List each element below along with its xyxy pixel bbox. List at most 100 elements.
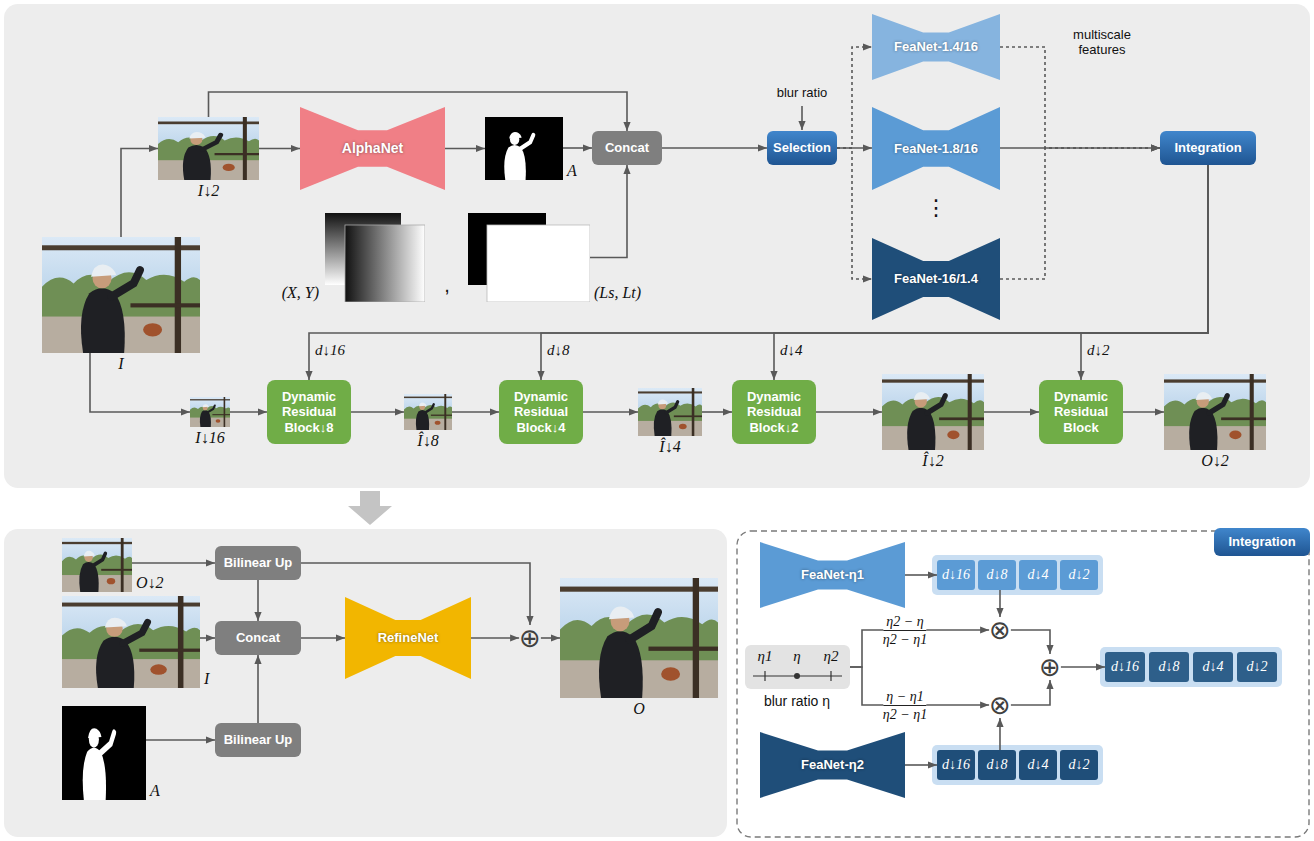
flow-connector bbox=[1123, 411, 1164, 413]
flow-connector bbox=[774, 165, 1208, 380]
node-label: η bbox=[793, 648, 800, 665]
flow-connector bbox=[563, 147, 592, 149]
figure-cap bbox=[1196, 392, 1212, 400]
feature-band bbox=[1100, 647, 1282, 687]
feature-cell: d↓4 bbox=[1193, 652, 1233, 682]
fraction-denominator: η2 − η1 bbox=[880, 707, 930, 723]
flow-connector bbox=[662, 147, 767, 149]
lens-maps: (Ls, Lt) bbox=[468, 213, 590, 302]
node-label: Bilinear Up bbox=[224, 732, 293, 748]
node-label: ⊗ bbox=[989, 617, 1011, 643]
figure-body bbox=[200, 410, 211, 427]
post bbox=[444, 394, 446, 430]
residual-block: Dynamic Residual Block bbox=[1039, 380, 1123, 444]
residual-block: Dynamic Residual Block↓4 bbox=[499, 380, 583, 444]
figure-cap bbox=[509, 132, 521, 139]
feature-cell: d↓4 bbox=[1019, 750, 1057, 780]
figure-cap bbox=[189, 132, 205, 139]
node-label: η2 bbox=[824, 648, 839, 665]
axis-label: blur ratio η bbox=[764, 693, 830, 709]
node-label: d↓4 bbox=[1028, 567, 1049, 584]
picture bbox=[882, 374, 984, 450]
flow-connector bbox=[999, 590, 1001, 617]
feature-band bbox=[932, 745, 1103, 785]
network-block: RefineNet bbox=[345, 597, 471, 679]
flow-connector bbox=[905, 764, 937, 766]
figure-body bbox=[96, 637, 134, 688]
sky bbox=[1164, 374, 1266, 450]
edge-label: d↓2 bbox=[1087, 342, 1110, 359]
node-label: FeaNet-1.4/16 bbox=[894, 39, 978, 55]
node-label: d↓8 bbox=[1159, 659, 1180, 676]
flow-connector bbox=[1011, 630, 1050, 654]
flow-connector bbox=[121, 149, 158, 238]
figure-cap bbox=[202, 404, 208, 407]
bowtie bbox=[872, 107, 1000, 190]
feature-cell: d↓4 bbox=[1019, 560, 1057, 590]
flow-connector bbox=[309, 165, 1208, 380]
figure-cap bbox=[84, 551, 95, 557]
figure-cap bbox=[914, 392, 930, 400]
residual-block: Dynamic Residual Block↓2 bbox=[732, 380, 816, 444]
node-label: d↓4 bbox=[1203, 659, 1224, 676]
flow-connector bbox=[301, 563, 530, 625]
upsample-box: Bilinear Up bbox=[215, 723, 301, 757]
image-label: (X, Y) bbox=[282, 284, 319, 302]
flow-connector bbox=[351, 411, 404, 413]
flow-connector bbox=[1081, 165, 1208, 380]
output-label: multiscale features bbox=[1060, 28, 1144, 58]
flow-connector bbox=[850, 667, 989, 705]
flow-connector bbox=[257, 655, 259, 723]
network-block: FeaNet-1.4/16 bbox=[872, 14, 1000, 80]
plant-pot bbox=[679, 424, 687, 429]
feature-cell: d↓16 bbox=[1105, 652, 1145, 682]
post bbox=[121, 538, 124, 592]
node-label: RefineNet bbox=[378, 630, 439, 646]
railing bbox=[130, 303, 200, 307]
railing bbox=[939, 417, 984, 420]
flow-connector bbox=[259, 148, 300, 150]
image-label: O↓2 bbox=[1201, 452, 1229, 470]
node-label: ⊗ bbox=[989, 692, 1011, 718]
image-label: Î↓8 bbox=[417, 432, 438, 450]
figure-body bbox=[83, 748, 106, 800]
railing bbox=[648, 647, 718, 651]
flow-connector bbox=[850, 630, 989, 667]
figure-cap bbox=[88, 728, 101, 738]
post bbox=[693, 578, 699, 698]
image-label: O↓2 bbox=[136, 574, 164, 592]
image-thumbnail: I↓16 bbox=[190, 397, 230, 427]
sum-symbol: ⊕ bbox=[1039, 654, 1061, 680]
upsample-box: Bilinear Up bbox=[215, 546, 301, 580]
flow-connector bbox=[541, 165, 1208, 380]
integration-box: Integration bbox=[1160, 131, 1256, 165]
bowtie bbox=[345, 597, 471, 679]
flow-arrow bbox=[348, 491, 392, 525]
alpha-mask: A bbox=[485, 117, 563, 180]
figure-body bbox=[1189, 408, 1217, 450]
flow-connector bbox=[541, 637, 560, 639]
image-thumbnail: Î↓2 bbox=[882, 374, 984, 450]
node-label: Dynamic Residual Block bbox=[1044, 389, 1118, 436]
post bbox=[178, 596, 184, 688]
sky bbox=[560, 578, 718, 698]
picture bbox=[158, 117, 259, 180]
image-label: (Ls, Lt) bbox=[594, 284, 641, 302]
edge-label: d↓16 bbox=[315, 342, 345, 359]
output-image: O bbox=[560, 578, 718, 698]
node-label: Integration bbox=[1228, 534, 1295, 550]
flow-connector bbox=[905, 574, 937, 576]
output-image: O↓2 bbox=[1164, 374, 1266, 450]
sky bbox=[62, 538, 132, 592]
network-block: FeaNet-16/1.4 bbox=[872, 238, 1000, 320]
flow-connector bbox=[999, 718, 1001, 750]
panel-ground bbox=[4, 529, 727, 837]
node-label: d↓2 bbox=[1069, 757, 1090, 774]
node-label: d↓2 bbox=[1069, 567, 1090, 584]
flow-connector bbox=[230, 411, 267, 413]
image-label: O bbox=[633, 700, 645, 718]
feature-band bbox=[932, 555, 1103, 595]
image-label: I bbox=[204, 670, 209, 688]
picture bbox=[1164, 374, 1266, 450]
network-block: FeaNet-1.8/16 bbox=[872, 107, 1000, 190]
